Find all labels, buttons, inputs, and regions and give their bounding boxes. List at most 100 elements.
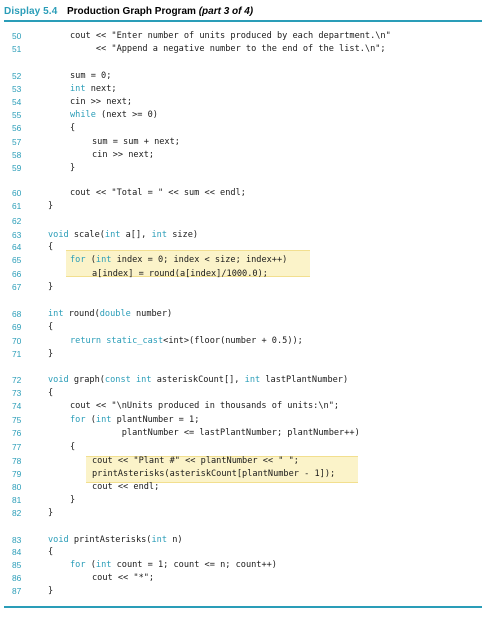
line-number: 87 [12, 586, 22, 596]
code-line: 65 for (int index = 0; index < size; inde… [0, 254, 487, 266]
keyword: int [95, 255, 112, 265]
line-number: 65 [12, 255, 22, 265]
code-text: printAsterisks( [68, 535, 152, 545]
code-line: 77{ [0, 441, 487, 453]
code-text: round( [63, 309, 100, 319]
code-line: 70 return static_cast<int>(floor(number +… [0, 335, 487, 347]
line-number: 52 [12, 71, 22, 81]
code-text: sum = sum + next; [92, 137, 180, 147]
code-text: } [48, 282, 54, 292]
code-text: number) [130, 309, 173, 319]
line-number: 84 [12, 547, 22, 557]
code-line: 71} [0, 348, 487, 360]
keyword: while [70, 110, 96, 120]
line-number: 58 [12, 150, 22, 160]
line-source: int next; [70, 83, 117, 95]
line-source: for (int count = 1; count <= n; count++) [70, 559, 277, 571]
line-number: 67 [12, 282, 22, 292]
line-source: { [70, 441, 75, 453]
keyword: int [95, 415, 112, 425]
code-text: } [48, 586, 54, 596]
code-text: } [48, 508, 54, 518]
code-line: 84 { [0, 546, 487, 558]
code-line: 64{ [0, 241, 487, 253]
code-line: 87} [0, 585, 487, 597]
code-text: ( [85, 560, 96, 570]
line-source: sum = 0; [70, 70, 111, 82]
line-number: 75 [12, 415, 22, 425]
line-source: void printAsterisks(int n) [48, 534, 183, 546]
line-number: 61 [12, 201, 22, 211]
line-number: 81 [12, 495, 22, 505]
line-number: 73 [12, 388, 22, 398]
header-rule [4, 20, 482, 22]
line-source: cout << endl; [92, 481, 159, 493]
code-text: printAsterisks(asteriskCount[plantNumber… [92, 469, 336, 479]
line-source: sum = sum + next; [92, 136, 180, 148]
line-source: { [48, 241, 53, 253]
code-text: size) [167, 230, 199, 240]
code-text: } [70, 495, 76, 505]
code-text: { [48, 388, 54, 398]
code-text: n) [167, 535, 183, 545]
line-number: 80 [12, 482, 22, 492]
keyword: return [70, 336, 102, 346]
code-text: } [70, 163, 76, 173]
line-source: for (int plantNumber = 1; [70, 414, 199, 426]
line-source: cin >> next; [70, 96, 132, 108]
code-text: cout << "Total = " << sum << endl; [70, 188, 246, 198]
display-header: Display 5.4 Production Graph Program (pa… [0, 3, 487, 23]
line-number: 76 [12, 428, 22, 438]
line-source: } [48, 200, 53, 212]
footer-rule [4, 606, 482, 608]
code-text: } [48, 201, 54, 211]
display-title-text: Production Graph Program [67, 6, 196, 17]
code-line: 75 for (int plantNumber = 1; [0, 414, 487, 426]
line-source: } [48, 348, 53, 360]
keyword: for [70, 560, 86, 570]
line-number: 85 [12, 560, 22, 570]
line-number: 74 [12, 401, 22, 411]
line-source: } [48, 585, 53, 597]
code-text: } [48, 349, 54, 359]
code-text: cin >> next; [70, 97, 133, 107]
line-source: { [48, 546, 53, 558]
keyword: int [70, 84, 86, 94]
line-source: } [70, 162, 75, 174]
highlight-block-print [86, 456, 358, 483]
line-number: 70 [12, 336, 22, 346]
line-source: cout << "Enter number of units produced … [70, 30, 391, 42]
line-number: 59 [12, 163, 22, 173]
keyword: void [48, 375, 69, 385]
code-text: { [48, 322, 54, 332]
keyword: int [48, 309, 64, 319]
code-line: 81} [0, 494, 487, 506]
line-number: 72 [12, 375, 22, 385]
line-number: 56 [12, 123, 22, 133]
line-source: cout << "Total = " << sum << endl; [70, 187, 246, 199]
line-number: 68 [12, 309, 22, 319]
code-line: 67} [0, 281, 487, 293]
line-source: return static_cast<int>(floor(number + 0… [70, 335, 303, 347]
line-source: for (int index = 0; index < size; index+… [70, 254, 287, 266]
code-text: plantNumber = 1; [111, 415, 200, 425]
keyword: int [104, 230, 121, 240]
code-text: { [48, 547, 54, 557]
code-text: a[], [120, 230, 152, 240]
code-text: lastPlantNumber) [260, 375, 349, 385]
line-number: 82 [12, 508, 22, 518]
code-text: index = 0; index < size; index++) [111, 255, 288, 265]
code-text: { [70, 123, 76, 133]
